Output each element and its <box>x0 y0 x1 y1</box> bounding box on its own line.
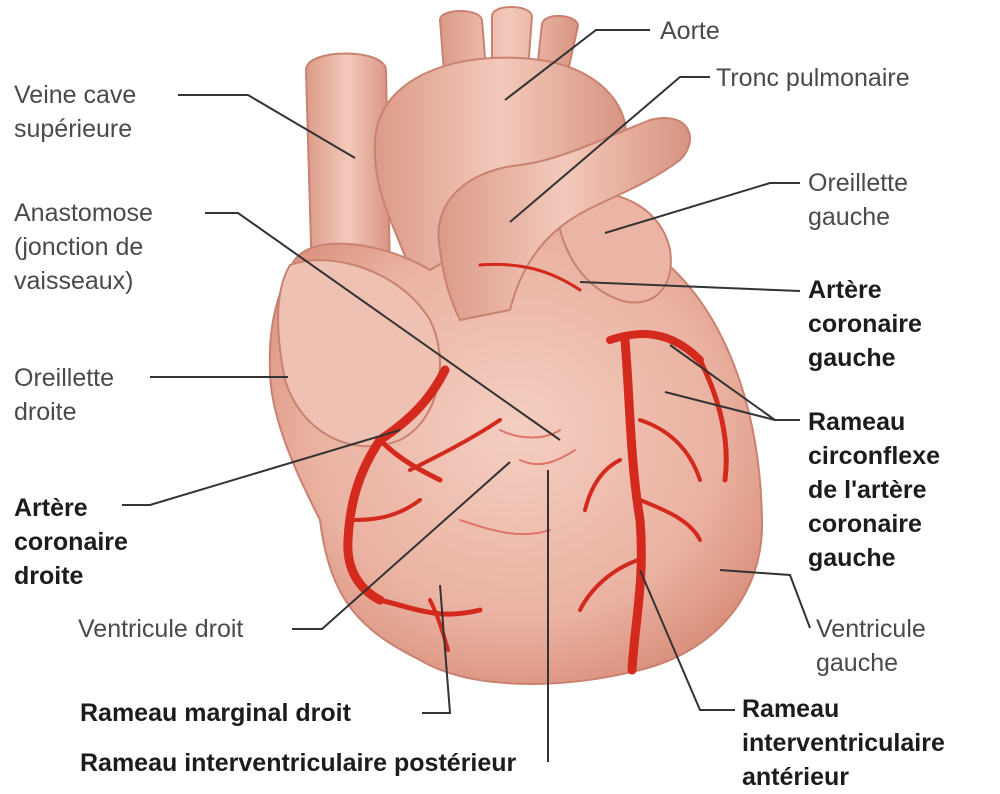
label-anastomose: Anastomose (jonction de vaisseaux) <box>14 196 153 298</box>
label-ventricule-gauche: Ventricule gauche <box>816 612 926 680</box>
label-oreillette-gauche: Oreillette gauche <box>808 166 908 234</box>
label-artere-coronaire-gauche: Artère coronaire gauche <box>808 273 922 375</box>
label-rameau-interventriculaire-anterieur: Rameau interventriculaire antérieur <box>742 692 945 794</box>
label-oreillette-droite: Oreillette droite <box>14 361 114 429</box>
label-artere-coronaire-droite: Artère coronaire droite <box>14 491 128 593</box>
label-ventricule-droit: Ventricule droit <box>78 612 243 646</box>
label-rameau-circonflexe: Rameau circonflexe de l'artère coronaire… <box>808 405 940 575</box>
label-veine-cave-superieure: Veine cave supérieure <box>14 78 136 146</box>
label-tronc-pulmonaire: Tronc pulmonaire <box>716 61 910 95</box>
label-aorte: Aorte <box>660 14 720 48</box>
label-rameau-interventriculaire-posterieur: Rameau interventriculaire postérieur <box>80 746 516 780</box>
label-rameau-marginal-droit: Rameau marginal droit <box>80 696 351 730</box>
